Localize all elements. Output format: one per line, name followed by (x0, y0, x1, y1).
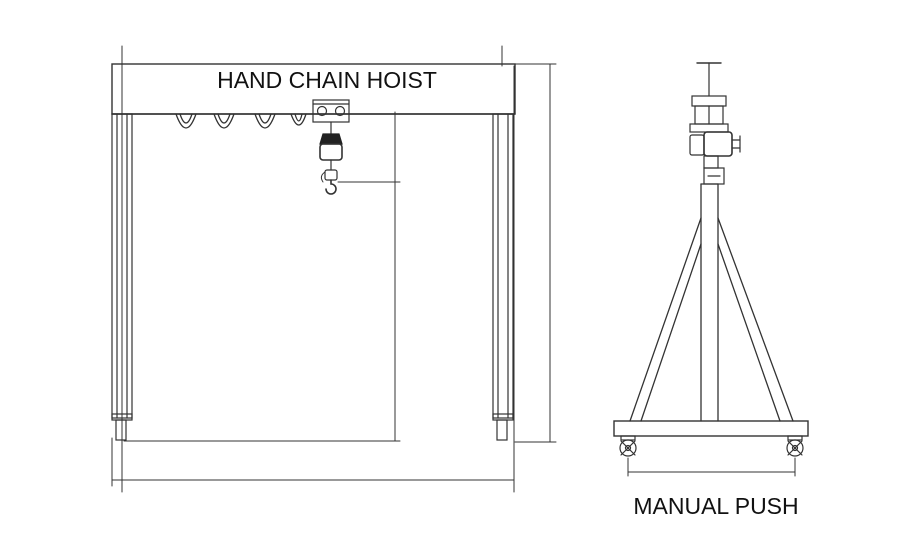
left-wheel (619, 435, 637, 457)
side-hoist (689, 131, 741, 185)
side-base (613, 420, 809, 437)
chain-loops (175, 113, 307, 129)
dimension-lines (111, 45, 557, 493)
side-caption: MANUAL PUSH (633, 493, 798, 519)
side-dimension (627, 457, 796, 477)
side-trolley (689, 95, 729, 133)
side-braces (629, 217, 794, 422)
left-leg (111, 113, 133, 441)
right-foot (496, 419, 508, 441)
right-wheel (786, 435, 804, 457)
side-mast (700, 183, 719, 422)
side-view: MANUAL PUSH (613, 62, 809, 519)
hoist-body (319, 143, 343, 161)
beam-title: HAND CHAIN HOIST (217, 67, 437, 93)
hook (325, 179, 337, 195)
front-view: HAND CHAIN HOIST (111, 45, 557, 493)
trolley (312, 99, 350, 123)
right-leg (492, 113, 514, 441)
hand-chain-hoist (312, 99, 350, 195)
left-foot (115, 419, 127, 441)
